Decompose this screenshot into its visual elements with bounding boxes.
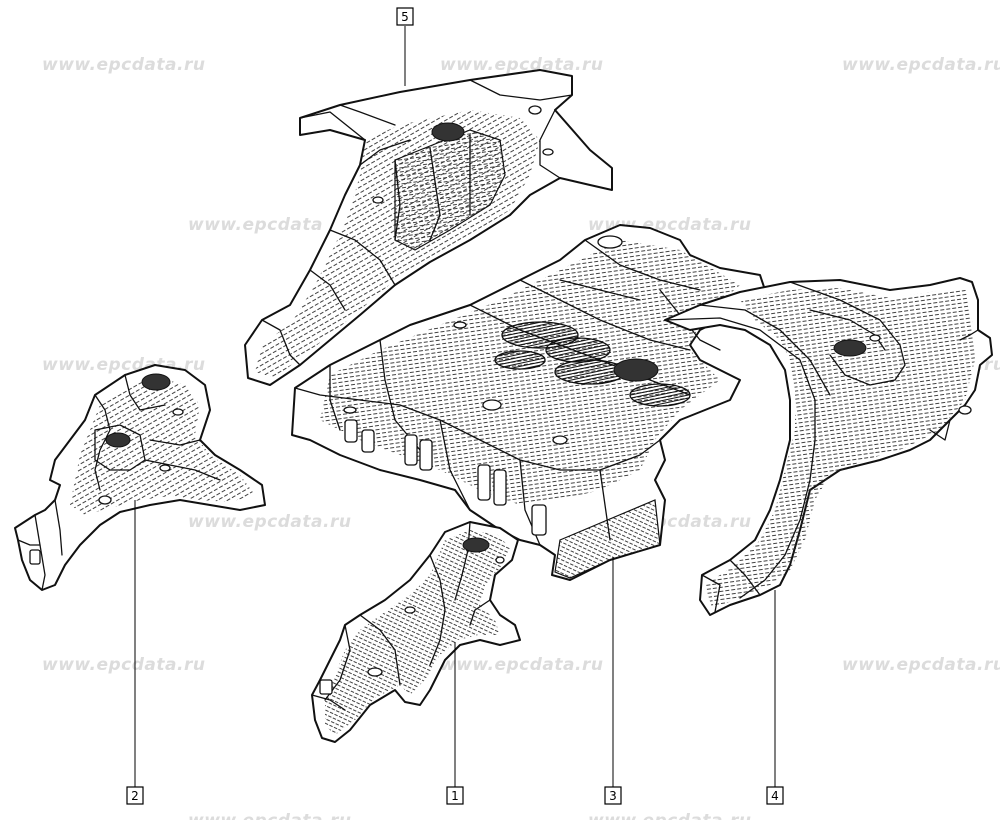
watermark: www.epcdata.ru	[188, 811, 351, 820]
callout-label-1: 1	[451, 789, 459, 803]
part-2-side-member-left[interactable]	[14, 364, 266, 591]
part-1-side-member-front[interactable]	[311, 521, 521, 743]
callout-label-5: 5	[401, 10, 409, 24]
watermark: www.epcdata.ru	[440, 655, 603, 675]
callout-2: 2	[126, 500, 144, 805]
callout-box	[766, 786, 784, 805]
callout-box	[604, 786, 622, 805]
callout-label-3: 3	[609, 789, 617, 803]
callout-4: 4	[766, 590, 784, 805]
watermark: www.epcdata.ru	[440, 55, 603, 75]
watermark: www.epcdata.ru	[588, 811, 751, 820]
part-3-rear-floor[interactable]	[291, 224, 766, 581]
watermark: www.epcdata.ru	[188, 512, 351, 532]
callout-label-4: 4	[771, 789, 779, 803]
callout-1: 1	[446, 642, 464, 805]
callout-5: 5	[396, 7, 414, 86]
watermark: www.epcdata.ru	[42, 55, 205, 75]
part-4-rear-quarter-panel-right[interactable]	[664, 277, 993, 616]
callout-box	[126, 786, 144, 805]
callout-label-2: 2	[131, 789, 139, 803]
callout-3: 3	[604, 557, 622, 805]
watermark: www.epcdata.ru	[842, 655, 1000, 675]
callout-box	[396, 7, 414, 26]
watermark: www.epcdata.ru	[42, 655, 205, 675]
part-5-rear-wheelhouse-left[interactable]	[244, 69, 613, 386]
watermark: www.epcdata	[188, 215, 323, 235]
callout-box	[446, 786, 464, 805]
watermark: www.epcdata.ru	[842, 55, 1000, 75]
